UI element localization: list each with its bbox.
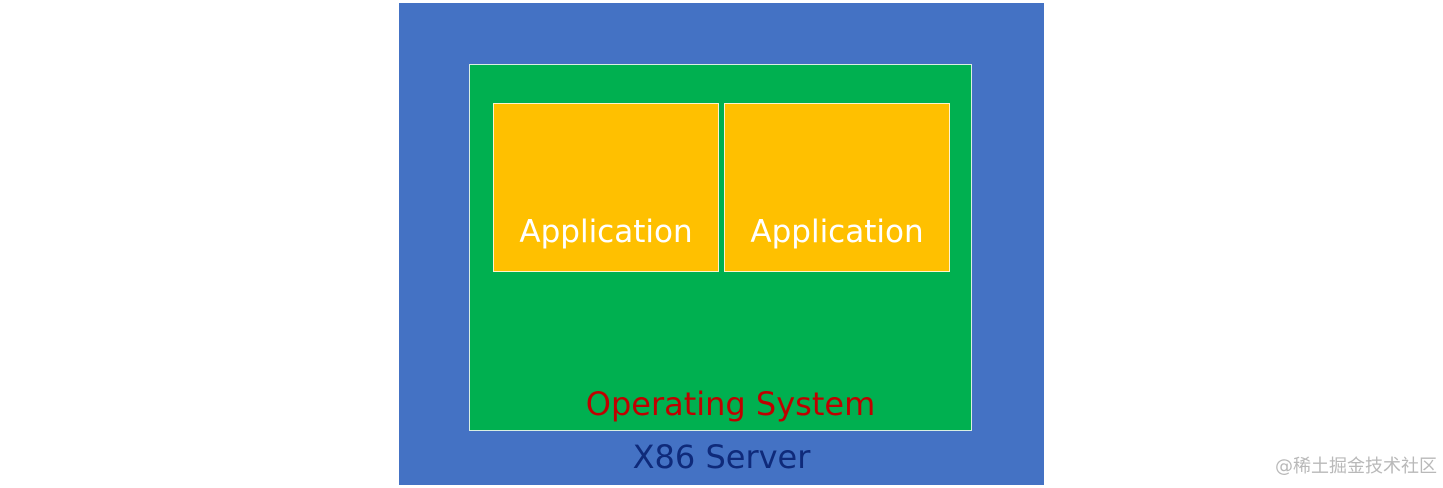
application-label-2: Application [750,214,924,250]
watermark: @稀土掘金技术社区 [1275,456,1437,477]
application-box-1: Application [493,103,719,272]
application-box-2: Application [724,103,950,272]
application-label-1: Application [519,214,693,250]
x86-server-box: Application Application Operating System… [399,3,1044,485]
operating-system-label: Operating System [585,385,876,423]
x86-server-label: X86 Server [632,438,811,476]
operating-system-box: Application Application Operating System [469,64,972,431]
